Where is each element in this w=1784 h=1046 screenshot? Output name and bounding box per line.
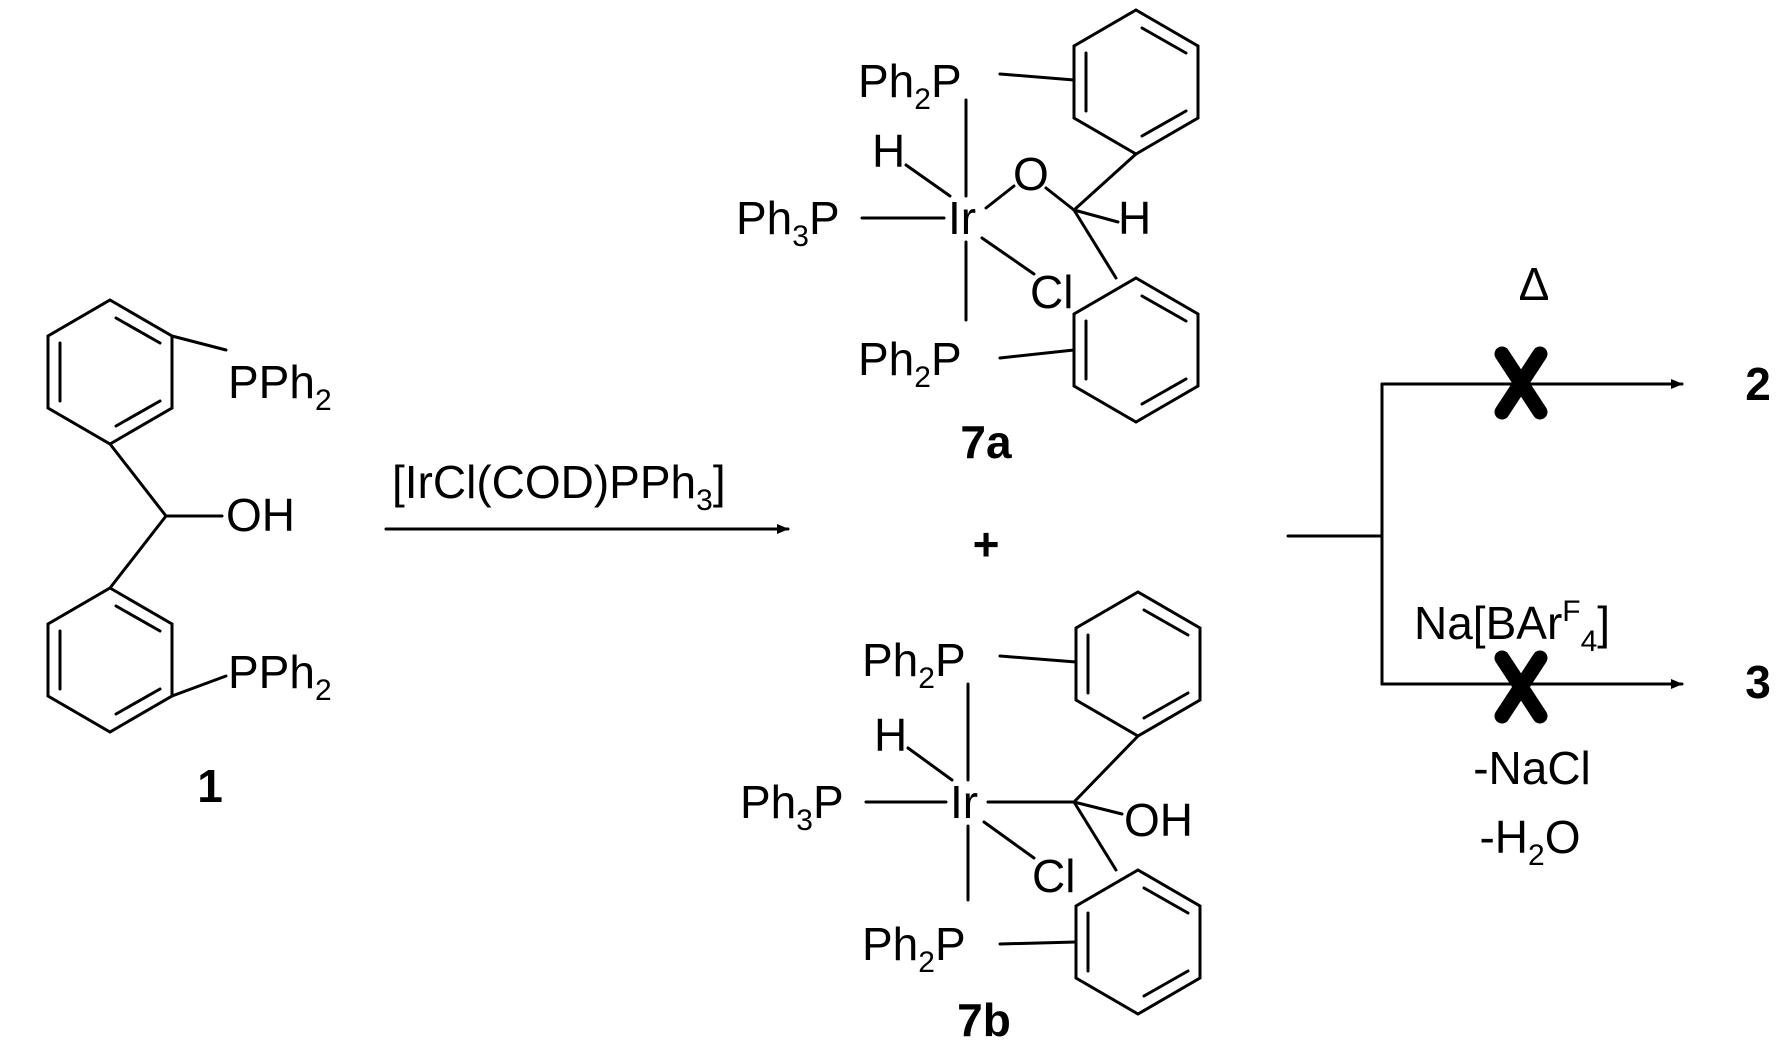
- compound-7b-label: 7b: [957, 994, 1011, 1046]
- compound-7a-label: 7a: [960, 416, 1012, 468]
- compound-7a-hydride: H: [872, 125, 905, 177]
- compound-7a-ph3p: Ph3P: [736, 192, 840, 253]
- plus-sign: +: [973, 518, 1000, 570]
- compound-1-oh: OH: [226, 489, 295, 541]
- compound-1-structure: [46, 298, 228, 734]
- compound-7b-chloride: Cl: [1032, 850, 1075, 902]
- product-3-label: 3: [1745, 656, 1771, 708]
- product-2-label: 2: [1745, 358, 1771, 410]
- compound-7b-hydroxyl: OH: [1124, 794, 1193, 846]
- compound-7a-oxygen: O: [1013, 148, 1049, 200]
- compound-7a-ph2p-bottom: Ph2P: [858, 333, 962, 394]
- compound-7b-hydride: H: [874, 709, 907, 761]
- compound-7b-iridium: Ir: [950, 776, 978, 828]
- byproduct-nacl: -NaCl: [1473, 742, 1591, 794]
- compound-1-pph2-bottom: PPh2: [228, 646, 332, 707]
- heat-symbol: Δ: [1519, 258, 1550, 310]
- compound-7a-structure: [860, 8, 1200, 424]
- compound-7a-ph2p-top: Ph2P: [858, 55, 962, 116]
- compound-1-label: 1: [197, 760, 223, 812]
- compound-7a-ch-hydrogen: H: [1118, 192, 1151, 244]
- compound-7b-ph2p-top: Ph2P: [862, 634, 966, 695]
- compound-7a-iridium: Ir: [948, 192, 976, 244]
- compound-7b-ph3p: Ph3P: [740, 776, 844, 837]
- branch-connector: [1286, 382, 1384, 686]
- byproduct-water: -H2O: [1479, 811, 1580, 872]
- compound-7a-chloride: Cl: [1030, 266, 1073, 318]
- compound-7b-structure: [864, 590, 1202, 1016]
- blocked-x-mark-top: [1494, 346, 1548, 420]
- compound-1-pph2-top: PPh2: [228, 356, 332, 417]
- reagent-ircl-cod-pph3: [IrCl(COD)PPh3]: [392, 456, 726, 517]
- reagent-na-barf4: Na[BArF4]: [1414, 595, 1610, 658]
- blocked-x-mark-bottom: [1494, 650, 1548, 724]
- compound-7b-ph2p-bottom: Ph2P: [862, 918, 966, 979]
